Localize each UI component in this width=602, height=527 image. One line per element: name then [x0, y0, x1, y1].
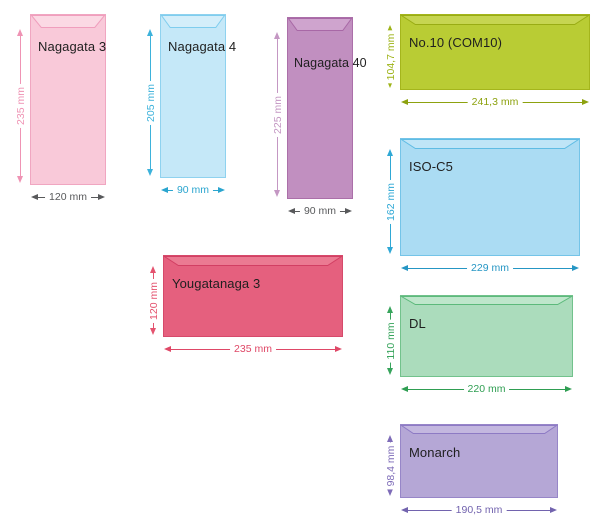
envelope-name: Nagagata 40 — [294, 56, 367, 70]
envelope-flap-icon — [161, 15, 225, 28]
arrow-up-icon — [147, 29, 153, 36]
envelope-name: Yougatanaga 3 — [172, 276, 261, 291]
envelope-yougatanaga-3: Yougatanaga 3 120 mm 235 mm — [147, 255, 343, 355]
width-dimension: 90 mm — [161, 183, 225, 197]
arrow-down-icon — [387, 489, 393, 496]
envelope-flap-icon — [401, 139, 579, 149]
arrow-up-icon — [150, 266, 156, 273]
envelope-name: ISO-C5 — [409, 159, 453, 174]
height-dimension: 205 mm — [144, 29, 157, 176]
width-value: 120 mm — [45, 192, 91, 203]
arrow-right-icon — [565, 386, 572, 392]
arrow-up-icon — [387, 149, 393, 156]
width-dimension: 120 mm — [31, 190, 105, 204]
envelope-name: Nagagata 3 — [38, 39, 107, 54]
envelope-nagagata-4: Nagagata 4 205 mm 90 mm — [144, 14, 236, 196]
height-dimension: 120 mm — [147, 266, 160, 335]
width-dimension: 90 mm — [288, 204, 352, 218]
arrow-up-icon — [387, 306, 393, 313]
envelope-no10-com10: No.10 (COM10) 104,7 mm 241,3 mm — [384, 14, 590, 108]
arrow-left-icon — [161, 187, 168, 193]
height-value: 205 mm — [144, 80, 156, 125]
height-dimension: 104,7 mm — [384, 25, 397, 88]
arrow-right-icon — [550, 507, 557, 513]
width-value: 241,3 mm — [467, 97, 523, 108]
arrow-right-icon — [582, 99, 589, 105]
arrow-down-icon — [387, 81, 393, 88]
arrow-right-icon — [98, 194, 105, 200]
arrow-left-icon — [401, 507, 408, 513]
envelope-flap-icon — [31, 15, 105, 28]
width-dimension: 220 mm — [401, 382, 572, 396]
width-dimension: 229 mm — [401, 261, 579, 275]
height-dimension: 235 mm — [14, 29, 27, 183]
width-dimension: 241,3 mm — [401, 95, 589, 109]
height-value: 225 mm — [271, 92, 283, 137]
arrow-down-icon — [17, 176, 23, 183]
envelope-flap-icon — [401, 15, 589, 25]
arrow-right-icon — [335, 346, 342, 352]
width-value: 220 mm — [463, 384, 510, 395]
arrow-down-icon — [147, 169, 153, 176]
arrow-up-icon — [387, 435, 393, 442]
height-dimension: 110 mm — [384, 306, 397, 375]
envelope-nagagata-40: Nagagata 40 225 mm 90 mm — [271, 17, 367, 217]
envelope-name: DL — [409, 316, 426, 331]
arrow-up-icon — [274, 32, 280, 39]
arrow-down-icon — [387, 247, 393, 254]
envelope-flap-icon — [401, 425, 557, 434]
envelope-nagagata-3: Nagagata 3 235 mm 120 mm — [14, 14, 107, 203]
envelope-flap-icon — [401, 296, 572, 305]
width-value: 190,5 mm — [451, 505, 507, 516]
width-dimension: 235 mm — [164, 342, 342, 356]
width-value: 229 mm — [467, 263, 513, 274]
width-dimension: 190,5 mm — [401, 503, 557, 517]
height-dimension: 162 mm — [384, 149, 397, 254]
width-value: 90 mm — [299, 206, 341, 217]
envelope-flap-icon — [288, 18, 352, 31]
arrow-left-icon — [401, 265, 408, 271]
envelope-name: No.10 (COM10) — [409, 35, 503, 50]
height-value: 110 mm — [384, 318, 396, 363]
arrow-left-icon — [164, 346, 171, 352]
width-value: 235 mm — [230, 344, 276, 355]
height-value: 120 mm — [147, 278, 159, 323]
height-dimension: 225 mm — [271, 32, 284, 197]
width-value: 90 mm — [172, 185, 214, 196]
arrow-down-icon — [387, 368, 393, 375]
arrow-right-icon — [218, 187, 225, 193]
height-value: 104,7 mm — [384, 30, 396, 83]
arrow-right-icon — [345, 208, 352, 214]
envelope-name: Monarch — [409, 445, 461, 460]
arrow-left-icon — [31, 194, 38, 200]
height-value: 235 mm — [14, 84, 26, 128]
arrow-up-icon — [17, 29, 23, 36]
envelope-monarch: Monarch 98,4 mm 190,5 mm — [384, 424, 558, 516]
envelope-dl: DL 110 mm 220 mm — [384, 295, 573, 395]
arrow-up-icon — [387, 25, 393, 32]
height-value: 162 mm — [384, 179, 396, 224]
envelope-iso-c5: ISO-C5 162 mm 229 mm — [384, 138, 580, 274]
arrow-right-icon — [572, 265, 579, 271]
arrow-down-icon — [150, 328, 156, 335]
height-value: 98,4 mm — [384, 442, 396, 489]
arrow-left-icon — [288, 208, 295, 214]
arrow-down-icon — [274, 190, 280, 197]
arrow-left-icon — [401, 386, 408, 392]
envelope-flap-icon — [164, 256, 342, 266]
envelope-name: Nagagata 4 — [168, 39, 237, 54]
arrow-left-icon — [401, 99, 408, 105]
height-dimension: 98,4 mm — [384, 435, 397, 496]
